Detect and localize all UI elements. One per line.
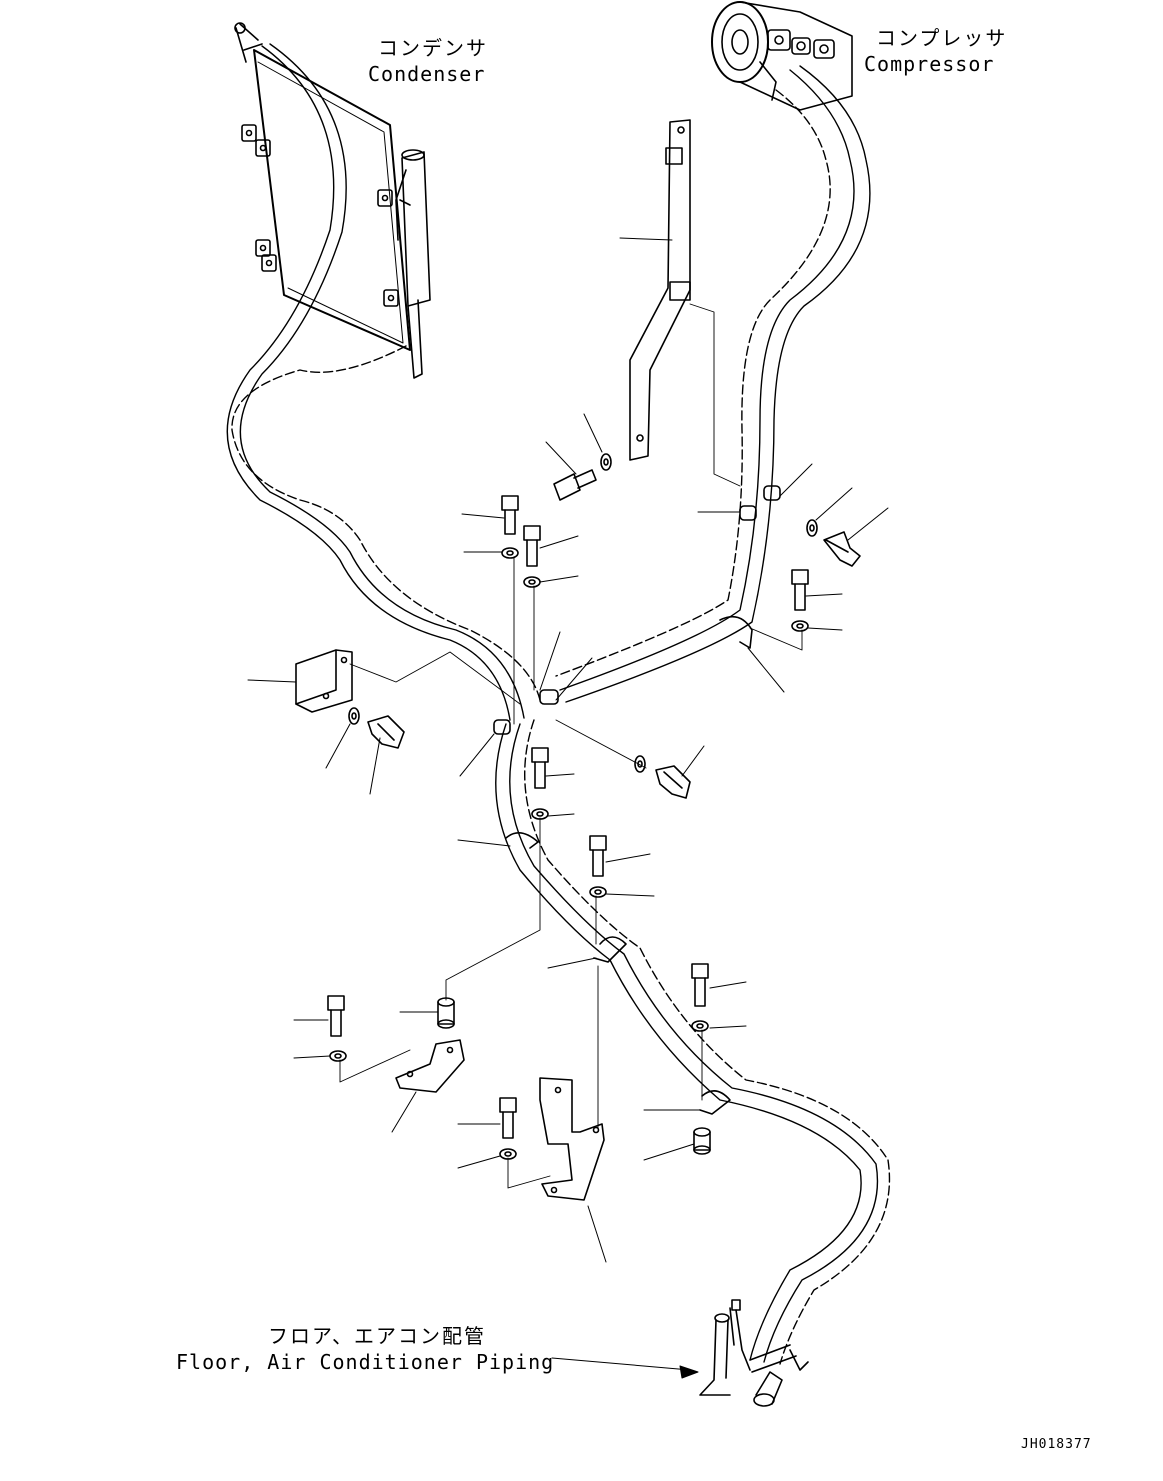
bracket-icon [539,1077,605,1201]
compressor-label-jp: コンプレッサ [876,26,1008,50]
assembly-lines [339,303,803,1189]
pipe-fitting-icon [699,1299,809,1407]
condenser-label-en: Condenser [368,62,486,86]
drawing-code: JH018377 [1021,1437,1092,1452]
floor-piping-label-jp: フロア、エアコン配管 [268,1324,486,1348]
compressor-unit-icon [711,1,853,111]
hose-lines [226,43,891,1365]
floor-piping-label-en: Floor, Air Conditioner Piping [176,1350,555,1374]
compressor-label-en: Compressor [864,52,995,76]
bolt-icon [327,469,861,1139]
hose-clamp-icon [493,485,781,1115]
spacer-icon [437,997,711,1155]
leader-lines [247,237,889,1379]
condenser-label-jp: コンデンサ [378,36,488,60]
bracket-icon [295,649,353,713]
bracket-icon [629,119,691,461]
bracket-icon [395,1039,465,1093]
